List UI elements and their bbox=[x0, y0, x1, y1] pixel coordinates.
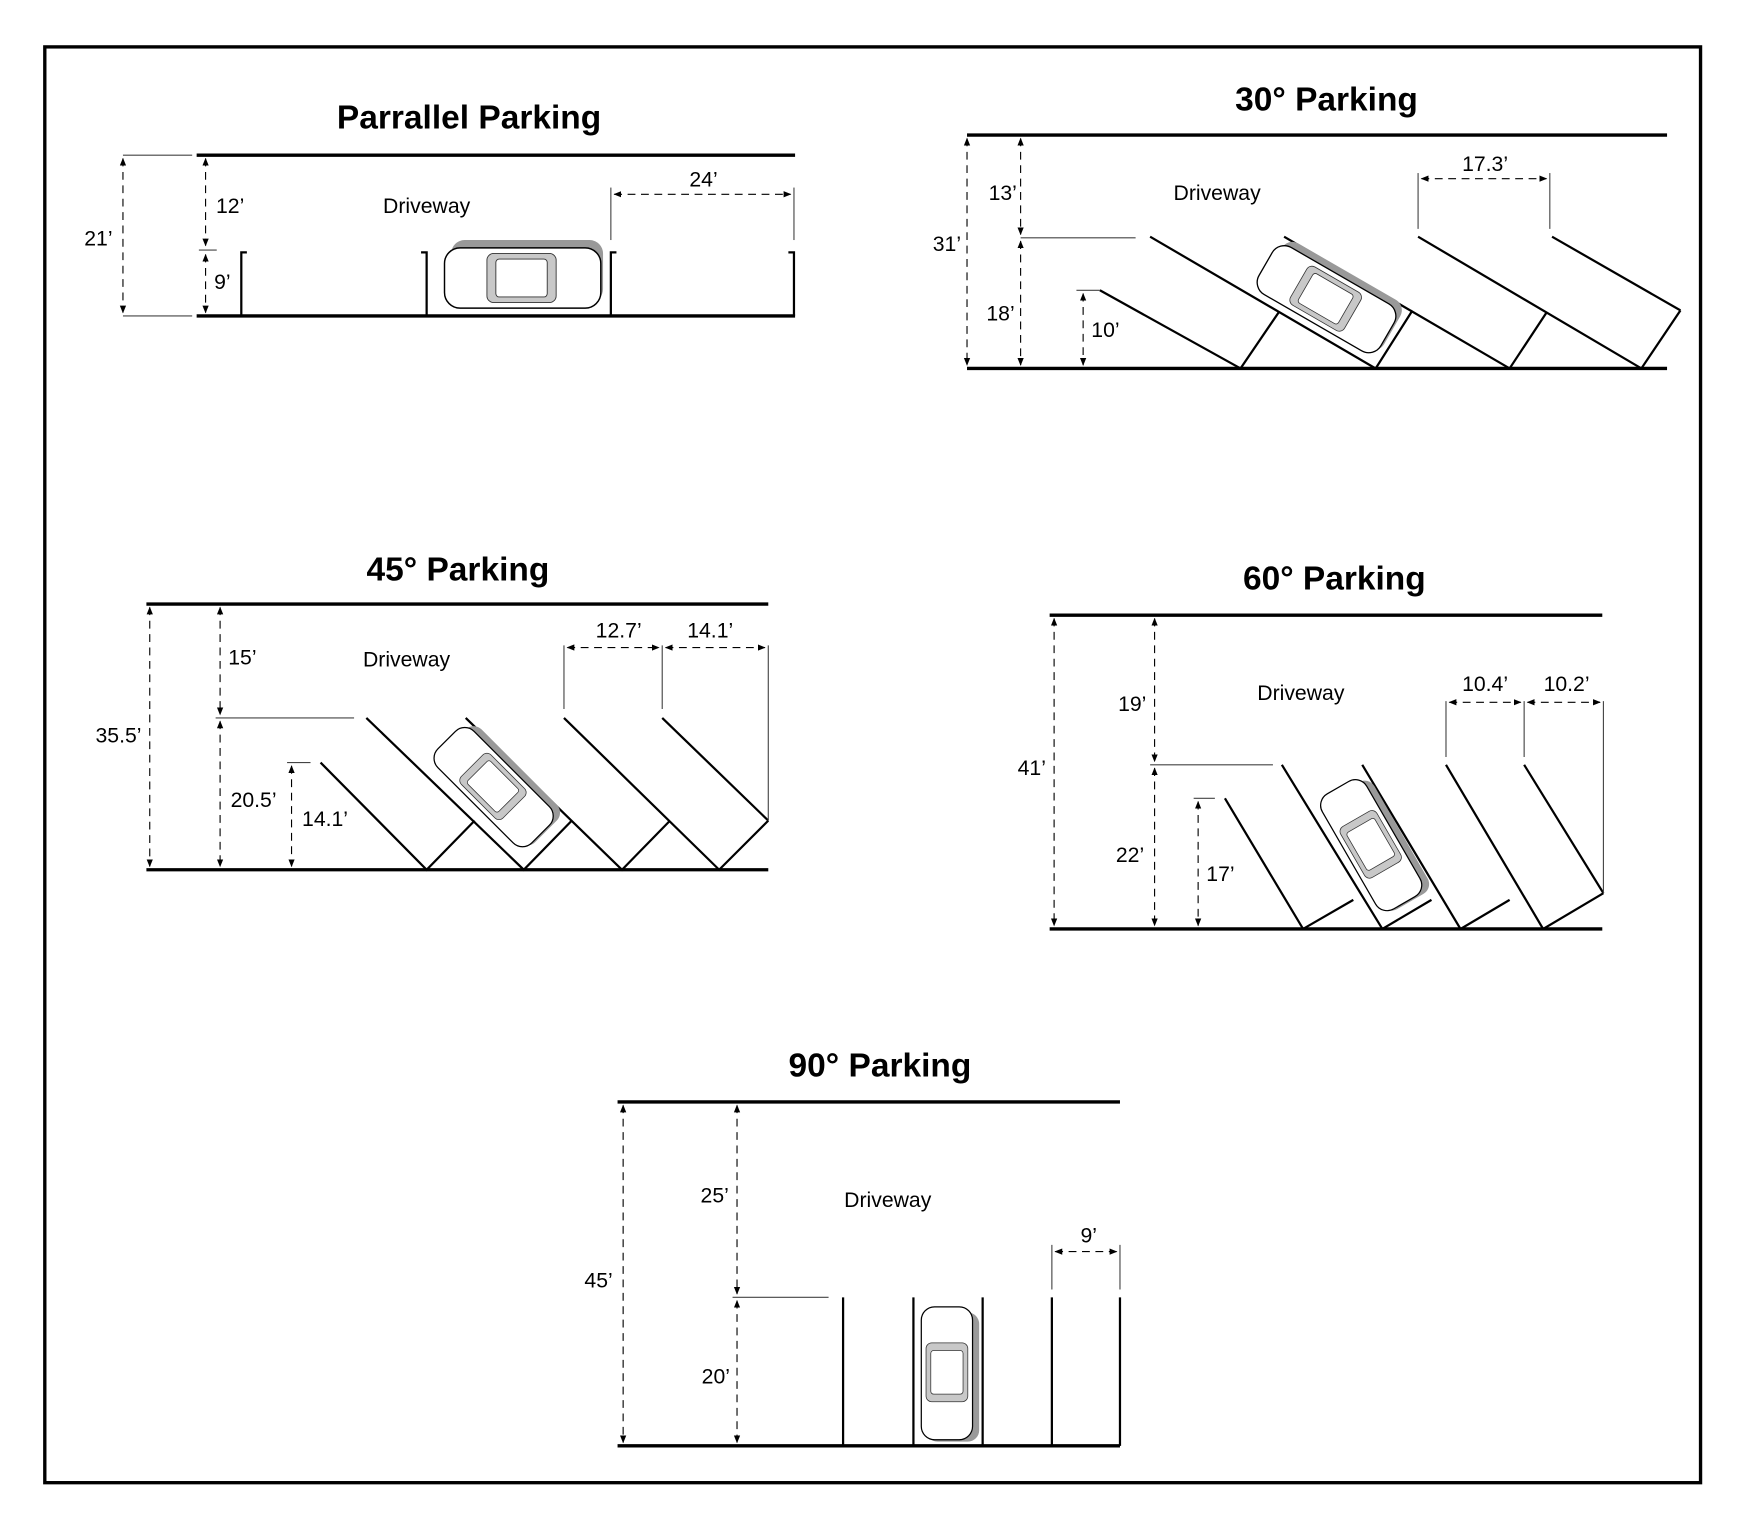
dim-end-width: 14.1’ bbox=[687, 620, 733, 643]
dim-end-width: 10.2’ bbox=[1544, 673, 1590, 696]
90-degree-parking-diagram: 90° Parking 45’ 25’ 20’ 9’ Driveway bbox=[584, 1047, 1122, 1448]
car-icon bbox=[1315, 770, 1434, 918]
dim-total: 31’ bbox=[933, 233, 961, 256]
parallel-title: Parrallel Parking bbox=[337, 99, 601, 136]
90-title: 90° Parking bbox=[789, 1047, 972, 1084]
dim-stall-width: 10.4’ bbox=[1462, 673, 1508, 696]
dim-total: 21’ bbox=[84, 228, 112, 251]
driveway-label: Driveway bbox=[844, 1189, 932, 1212]
60-degree-parking-diagram: 60° Parking 41’ 19’ 22’ 17’ 10.4’ 10.2’ … bbox=[1018, 561, 1605, 931]
60-title: 60° Parking bbox=[1243, 561, 1426, 598]
dim-stall-length: 24’ bbox=[689, 168, 717, 191]
dim-stall-width: 9’ bbox=[1080, 1225, 1097, 1248]
dim-stall-depth: 20.5’ bbox=[231, 789, 277, 812]
dim-total: 35.5’ bbox=[95, 724, 141, 747]
dim-driveway: 13’ bbox=[989, 182, 1017, 205]
dim-stall-depth: 18’ bbox=[986, 302, 1014, 325]
30-degree-parking-diagram: 30° Parking 31’ 13’ 18’ 10’ 17.3’ Drivew… bbox=[933, 82, 1682, 371]
car-icon bbox=[427, 716, 566, 855]
dim-driveway: 25’ bbox=[701, 1184, 729, 1207]
45-title: 45° Parking bbox=[367, 552, 550, 589]
dim-inner-depth: 10’ bbox=[1091, 319, 1119, 342]
dim-total: 45’ bbox=[584, 1269, 612, 1292]
car-icon bbox=[920, 1306, 980, 1443]
dim-total: 41’ bbox=[1018, 757, 1046, 780]
driveway-label: Driveway bbox=[1174, 182, 1262, 205]
car-icon bbox=[443, 239, 604, 309]
dim-inner-depth: 17’ bbox=[1206, 863, 1234, 886]
outer-frame bbox=[43, 45, 1703, 1485]
driveway-label: Driveway bbox=[363, 649, 451, 672]
dim-stall-depth: 20’ bbox=[702, 1365, 730, 1388]
dim-stall-width: 12.7’ bbox=[596, 620, 642, 643]
45-degree-parking-diagram: 45° Parking 35.5’ 15’ 20.5’ 14.1’ 12.7’ … bbox=[95, 552, 770, 872]
parallel-parking-diagram: Parrallel Parking 21’ 12’ 9’ 24’ Drivewa… bbox=[84, 99, 796, 318]
dim-driveway: 19’ bbox=[1118, 693, 1146, 716]
dim-driveway: 15’ bbox=[228, 646, 256, 669]
driveway-label: Driveway bbox=[1257, 682, 1345, 705]
driveway-label: Driveway bbox=[383, 195, 471, 218]
dim-stall-depth: 22’ bbox=[1116, 844, 1144, 867]
dim-stall-depth: 9’ bbox=[214, 271, 231, 294]
dim-stall-width: 17.3’ bbox=[1462, 153, 1508, 176]
dim-inner-depth: 14.1’ bbox=[302, 808, 348, 831]
dim-driveway: 12’ bbox=[216, 195, 244, 218]
30-title: 30° Parking bbox=[1235, 82, 1418, 119]
